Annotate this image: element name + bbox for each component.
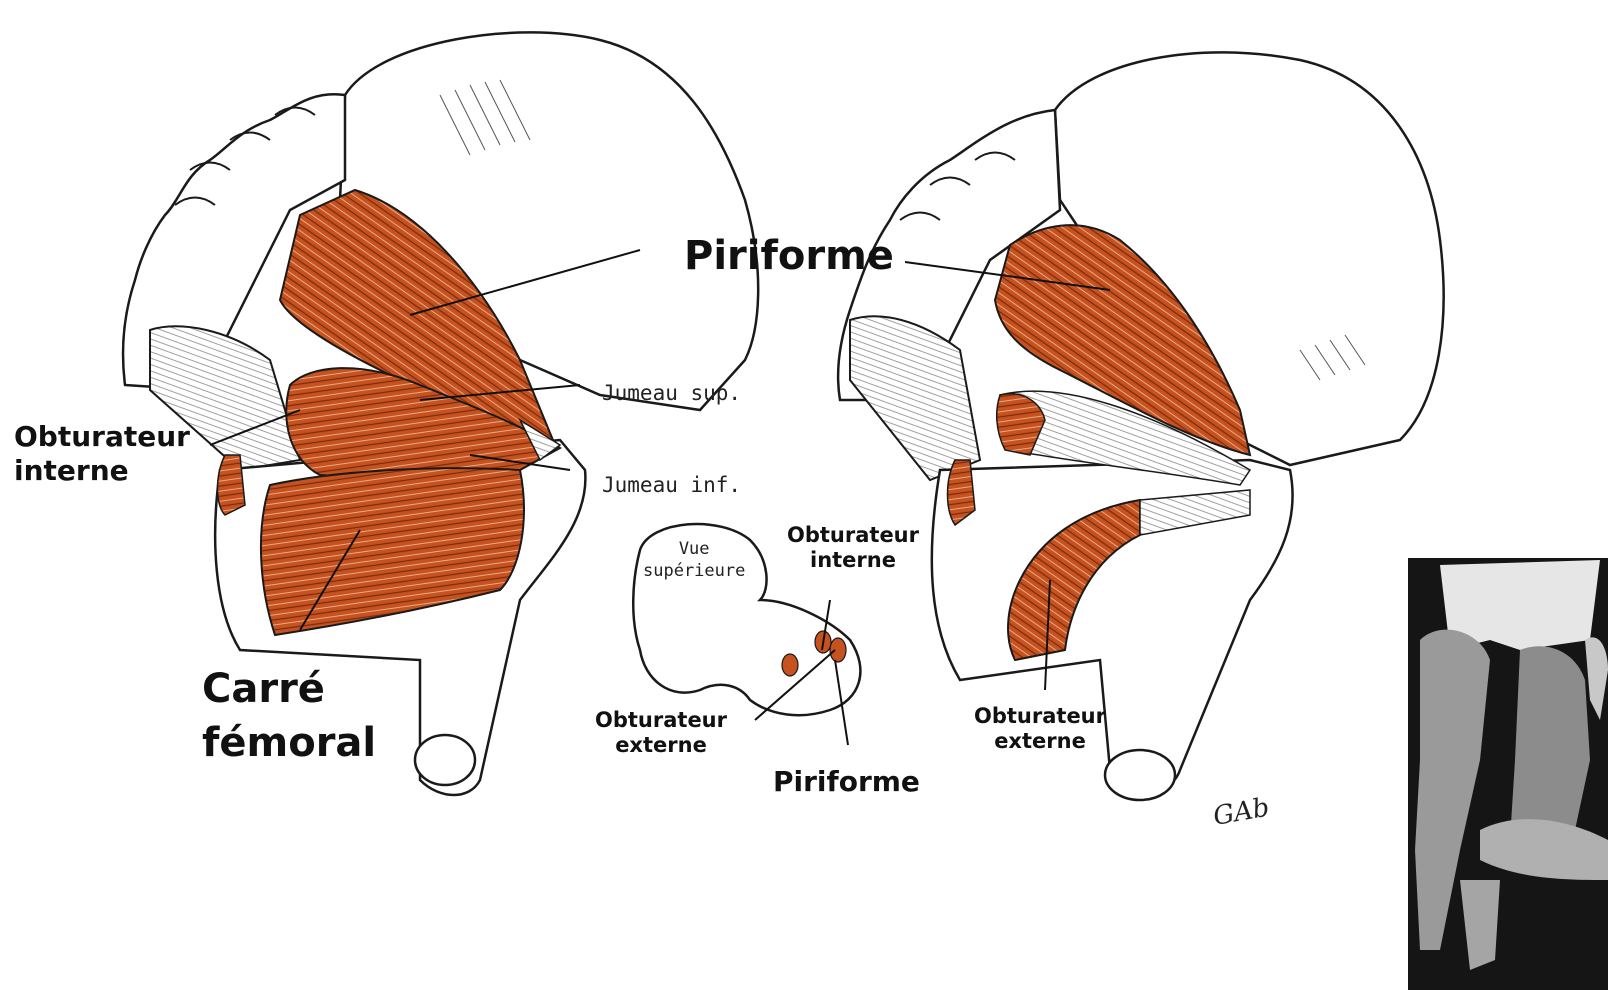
label-jumeau-inf: Jumeau inf.: [602, 473, 741, 497]
label-line-2: fémoral: [202, 716, 376, 770]
label-line-1: Carré: [202, 662, 376, 716]
label-vue-superieure: Vue supérieure: [643, 538, 745, 582]
right-pelvis-drawing: [838, 52, 1444, 800]
label-line-1: Obturateur: [974, 704, 1106, 729]
label-piriforme-center: Piriforme: [773, 765, 920, 799]
patient-photo: [1408, 558, 1608, 990]
label-obturateur-externe-right: Obturateur externe: [974, 704, 1106, 754]
label-obturateur-interne-left: Obturateur interne: [14, 420, 190, 487]
signature: GAb: [1211, 793, 1272, 832]
label-line-2: interne: [14, 454, 190, 488]
label-line-1: Obturateur: [14, 420, 190, 454]
label-line-2: supérieure: [643, 560, 745, 582]
label-line-1: Obturateur: [595, 708, 727, 733]
label-line-2: interne: [787, 548, 919, 573]
label-line-2: externe: [974, 729, 1106, 754]
label-line-1: Obturateur: [787, 523, 919, 548]
label-obturateur-externe-center: Obturateur externe: [595, 708, 727, 758]
label-line-1: Vue: [643, 538, 745, 560]
label-piriforme-main: Piriforme: [684, 232, 894, 280]
label-jumeau-sup: Jumeau sup.: [602, 381, 741, 405]
label-obturateur-interne-center: Obturateur interne: [787, 523, 919, 573]
label-line-2: externe: [595, 733, 727, 758]
label-carre-femoral: Carré fémoral: [202, 662, 376, 770]
